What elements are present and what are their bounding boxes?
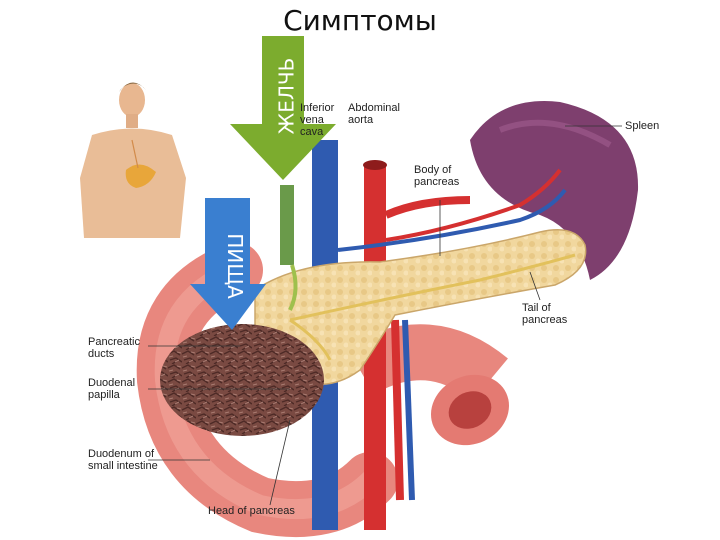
label-body-of-pancreas: Body of pancreas bbox=[414, 164, 460, 188]
label-duodenum: Duodenum of small intestine bbox=[88, 448, 158, 472]
slide-title: Симптомы bbox=[283, 4, 437, 37]
food-label: ПИЩА bbox=[222, 233, 247, 299]
label-duodenal-papilla: Duodenal papilla bbox=[88, 377, 136, 401]
label-inferior-vena-cava: Inferior vena cava bbox=[300, 102, 335, 138]
food-arrow bbox=[190, 198, 266, 330]
bile-label: ЖЕЛЧЬ bbox=[274, 57, 299, 135]
label-abdominal-aorta: Abdominal aorta bbox=[348, 102, 400, 126]
bile-arrow bbox=[230, 36, 336, 180]
spleen bbox=[470, 101, 639, 280]
leader-lines bbox=[148, 125, 622, 506]
label-pancreatic-ducts: Pancreatic ducts bbox=[88, 336, 140, 360]
human-figure bbox=[80, 82, 186, 238]
label-tail-of-pancreas: Tail of pancreas bbox=[522, 302, 568, 326]
food-blockage-texture bbox=[160, 324, 324, 436]
label-spleen: Spleen bbox=[625, 120, 660, 132]
label-head-of-pancreas: Head of pancreas bbox=[208, 505, 295, 517]
